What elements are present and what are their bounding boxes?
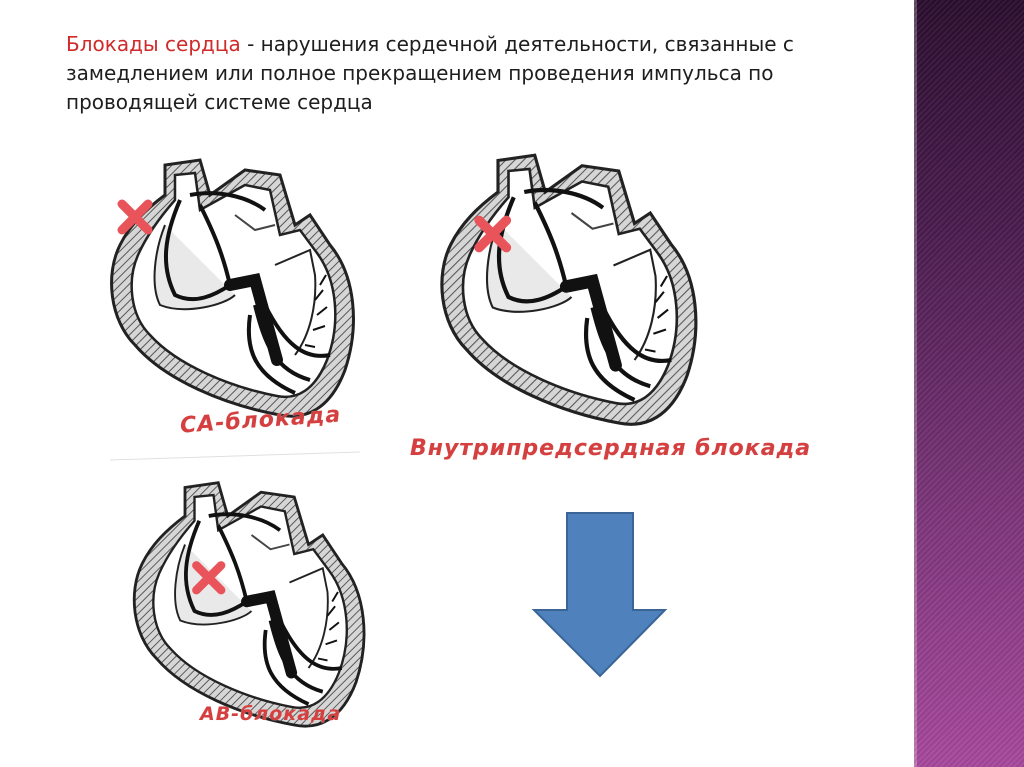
decorative-side-band xyxy=(914,0,1024,767)
heart-intra-atrial-block xyxy=(442,155,696,424)
heart-sa-block xyxy=(112,160,354,416)
label-intra-atrial-block: Внутрипредсердная блокада xyxy=(410,436,812,461)
title-definition: - нарушения сердечной деятельности, связ… xyxy=(66,32,794,114)
title-term: Блокады сердца xyxy=(66,32,241,56)
label-av-block: АВ-блокада xyxy=(200,703,342,725)
arrow-down-icon xyxy=(531,512,668,678)
slide-title: Блокады сердца - нарушения сердечной дея… xyxy=(66,30,896,117)
heart-av-block xyxy=(134,483,364,726)
heart-diagrams xyxy=(0,0,914,767)
